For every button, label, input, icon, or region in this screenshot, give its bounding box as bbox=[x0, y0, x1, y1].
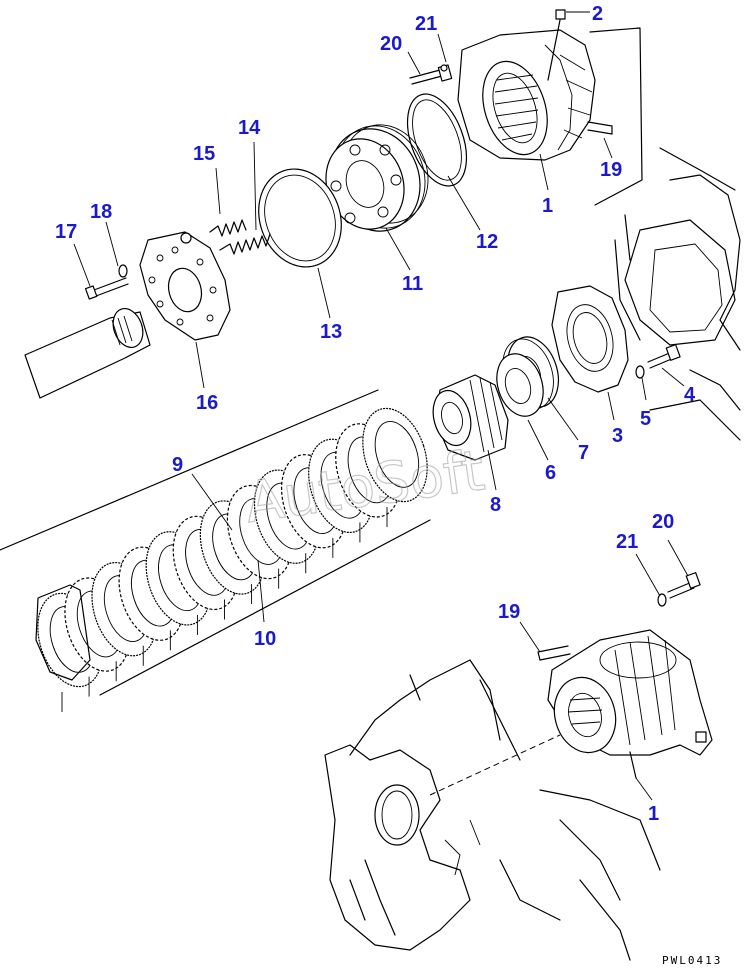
callout-21: 21 bbox=[415, 13, 437, 35]
callout-14: 14 bbox=[238, 117, 261, 139]
callout-6: 6 bbox=[545, 462, 556, 484]
callout-19-lower: 19 bbox=[498, 601, 520, 623]
clutch-plate-stack bbox=[0, 389, 431, 712]
callout-13: 13 bbox=[320, 321, 342, 343]
callout-20: 20 bbox=[380, 33, 402, 55]
callout-15: 15 bbox=[193, 143, 215, 165]
retainer-plate-16 bbox=[139, 231, 231, 341]
clutch-disc bbox=[362, 407, 428, 503]
callout-11: 11 bbox=[402, 273, 423, 295]
callout-12: 12 bbox=[476, 231, 498, 253]
callout-labels: 2 21 20 19 1 14 15 12 18 17 11 13 16 4 5… bbox=[55, 3, 696, 825]
pin-19-lower bbox=[537, 645, 571, 661]
callout-4: 4 bbox=[684, 384, 696, 406]
washer-18 bbox=[118, 264, 128, 278]
callout-19: 19 bbox=[600, 159, 622, 181]
shaft bbox=[24, 308, 151, 399]
callout-16: 16 bbox=[196, 392, 218, 414]
callout-1: 1 bbox=[542, 195, 553, 217]
callout-3: 3 bbox=[612, 425, 623, 447]
washer-5 bbox=[635, 365, 645, 379]
clutch-housing-upper bbox=[457, 9, 643, 206]
cover-3 bbox=[551, 285, 629, 393]
bearing-8 bbox=[432, 374, 509, 461]
ring-12 bbox=[406, 93, 468, 187]
callout-7: 7 bbox=[578, 442, 589, 464]
callout-17: 17 bbox=[55, 221, 77, 243]
callout-5: 5 bbox=[640, 408, 651, 430]
leader-lines bbox=[73, 11, 689, 801]
bolt-20-upper bbox=[409, 64, 453, 85]
bolt-20-lower bbox=[667, 572, 701, 599]
washer-21-lower bbox=[657, 593, 667, 607]
callout-2: 2 bbox=[592, 3, 603, 25]
seal-ring-13 bbox=[258, 168, 342, 268]
clutch-disc-bore bbox=[374, 421, 420, 488]
spring-15 bbox=[209, 219, 247, 237]
callout-20-lower: 20 bbox=[652, 511, 674, 533]
callout-8: 8 bbox=[490, 494, 501, 516]
callout-10: 10 bbox=[254, 628, 276, 650]
pin-19-upper bbox=[587, 121, 613, 135]
transmission-case-lower bbox=[324, 659, 661, 961]
spring-14 bbox=[219, 233, 271, 255]
callout-9: 9 bbox=[172, 454, 183, 476]
callout-1-lower: 1 bbox=[648, 803, 659, 825]
washer-6 bbox=[496, 353, 544, 417]
piston-11 bbox=[325, 124, 429, 232]
clutch-housing-lower bbox=[547, 629, 713, 779]
transmission-case-upper bbox=[614, 147, 741, 441]
bolt-4 bbox=[647, 344, 681, 369]
bolt-17 bbox=[84, 277, 129, 300]
drawing-code: PWL0413 bbox=[662, 954, 722, 967]
callout-18: 18 bbox=[90, 201, 112, 223]
callout-21-lower: 21 bbox=[616, 531, 638, 553]
